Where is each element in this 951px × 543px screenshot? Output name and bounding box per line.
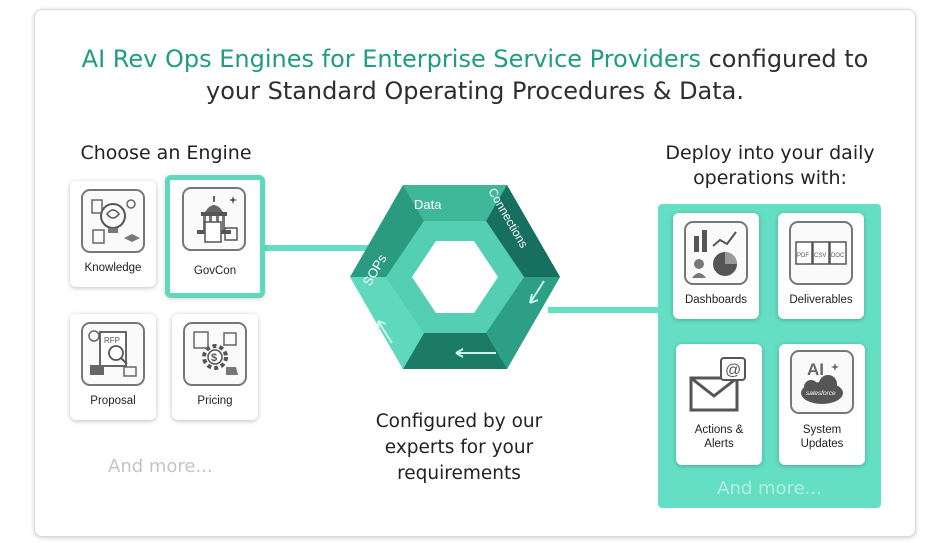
capitol-building-icon <box>182 187 246 251</box>
engine-label-pricing: Pricing <box>197 395 233 407</box>
rfp-document-icon: RFP <box>81 322 145 386</box>
svg-text:RFP: RFP <box>104 336 120 345</box>
deploy-label-dashboards: Dashboards <box>684 294 747 306</box>
deploy-title-line-2: operations with: <box>693 167 847 189</box>
ai-salesforce-icon: AI salesforce <box>790 350 854 414</box>
engine-tile-govcon[interactable]: GovCon <box>165 175 265 298</box>
pricing-gear-icon: $ <box>183 322 247 386</box>
choose-engine-title: Choose an Engine <box>80 142 252 164</box>
file-tag-doc: DOC <box>831 253 845 259</box>
salesforce-text: salesforce <box>806 390 836 397</box>
deploy-tile-dashboards[interactable]: Dashboards <box>673 213 759 319</box>
deploy-title-line-1: Deploy into your daily <box>665 142 875 164</box>
file-tag-csv: CSV <box>814 253 826 259</box>
hex-face-bottom <box>403 333 507 369</box>
engine-hexagon-graphic: Data Connections SOPs <box>350 185 560 369</box>
engine-connector <box>262 245 372 251</box>
headline: AI Rev Ops Engines for Enterprise Servic… <box>34 43 916 107</box>
engine-tile-pricing[interactable]: $ Pricing <box>172 314 258 420</box>
deploy-title: Deploy into your daily operations with: <box>640 141 900 191</box>
deploy-and-more: And more... <box>717 478 822 499</box>
engine-label-govcon: GovCon <box>193 265 237 277</box>
hex-face-data <box>403 185 507 221</box>
hex-arrow-right-icon <box>529 280 545 304</box>
configured-line-2: experts for your <box>384 437 534 458</box>
headline-line1-rest: configured to <box>700 45 869 73</box>
configured-line-1: Configured by our <box>375 411 543 432</box>
deploy-connector <box>548 307 660 313</box>
engines-and-more: And more... <box>108 456 213 477</box>
engine-tile-proposal[interactable]: RFP Proposal <box>70 314 156 420</box>
engine-tile-knowledge[interactable]: Knowledge <box>70 181 156 287</box>
hexagon-hole <box>412 241 498 313</box>
hex-face-connections <box>486 185 560 277</box>
hex-arrow-left-icon <box>377 320 393 344</box>
svg-text:$: $ <box>211 352 217 364</box>
deploy-tile-system-updates[interactable]: AI salesforce System Updates <box>779 344 865 465</box>
engine-label-proposal: Proposal <box>90 395 136 407</box>
email-alert-icon: @ <box>687 354 751 418</box>
svg-text:@: @ <box>725 362 741 379</box>
hex-arrow-bottom-icon <box>455 348 496 358</box>
configured-text: Configured by our experts for your requi… <box>366 409 552 487</box>
hex-face-sops <box>350 185 424 277</box>
ai-text: AI <box>807 360 824 379</box>
file-tag-pdf: PDF <box>797 253 809 259</box>
deploy-label-deliverables: Deliverables <box>789 294 853 306</box>
hex-face-right <box>486 277 560 369</box>
hex-face-bottom-left <box>350 277 424 369</box>
deploy-tile-deliverables[interactable]: PDF CSV DOC Deliverables <box>778 213 864 319</box>
hex-label-data: Data <box>414 197 442 212</box>
deploy-label-actions-alerts: Actions & Alerts <box>694 424 744 450</box>
headline-line2: your Standard Operating Procedures & Dat… <box>205 77 745 105</box>
knowledge-brain-icon <box>81 189 145 253</box>
deploy-label-system-updates: System Updates <box>800 424 844 450</box>
headline-accent: AI Rev Ops Engines for Enterprise Servic… <box>81 45 701 73</box>
deploy-tile-actions-alerts[interactable]: @ Actions & Alerts <box>676 344 762 465</box>
engine-label-knowledge: Knowledge <box>84 262 142 274</box>
dashboard-chart-icon <box>684 221 748 285</box>
configured-line-3: requirements <box>397 463 521 484</box>
file-formats-icon: PDF CSV DOC <box>789 221 853 285</box>
